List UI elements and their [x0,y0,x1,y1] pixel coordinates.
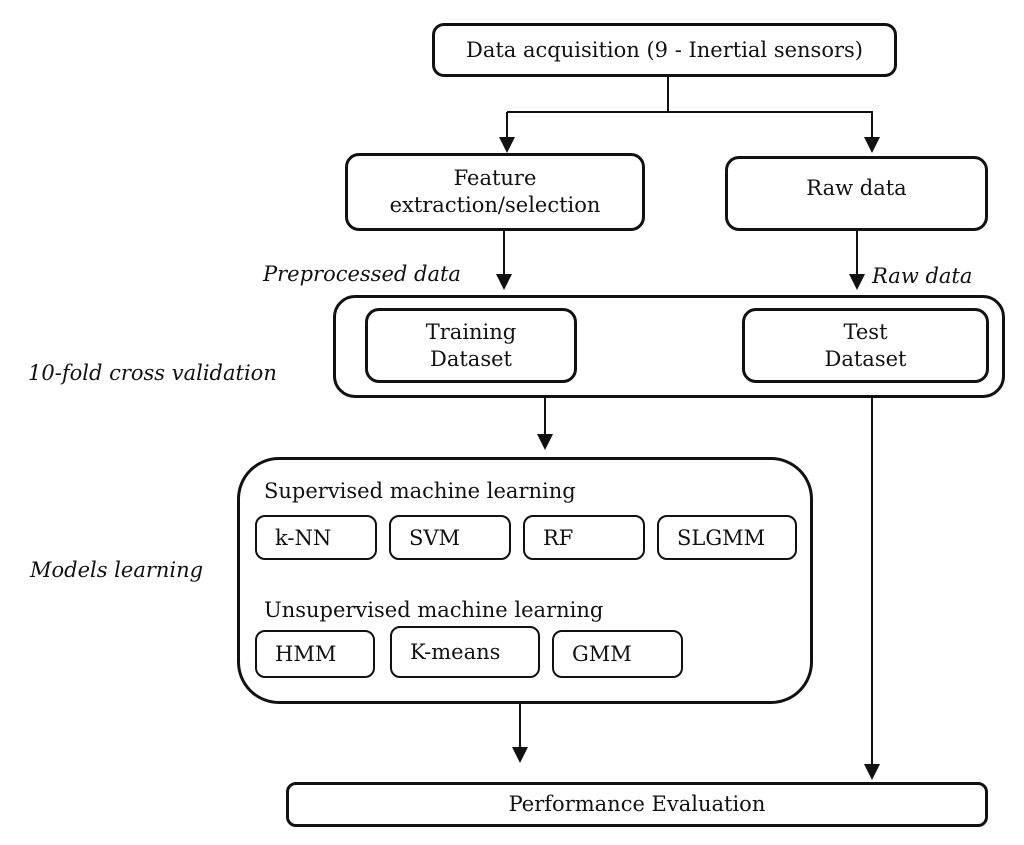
arrow-raw-to-cv-head [849,274,865,290]
arrow-feature-to-cv-head [496,274,512,290]
arrow-models-to-performance-shaft [519,704,521,747]
arrow-to-raw-shaft [871,112,873,137]
training-dataset-line1: Training [425,319,517,344]
raw-data-box-label: Raw data [806,176,907,200]
arrow-cv-to-models-shaft [544,398,546,434]
performance-evaluation-label: Performance Evaluation [508,792,766,816]
test-dataset-line1: Test [843,319,888,344]
algo-knn-label: k-NN [275,525,332,550]
unsupervised-heading: Unsupervised machine learning [264,598,604,622]
algo-rf-label: RF [543,525,574,550]
acquisition-branch-line [507,111,873,113]
acquisition-stem-line [667,77,669,112]
arrow-to-feature-shaft [506,112,508,137]
training-dataset-box: Training Dataset [365,308,577,383]
algo-svm-label: SVM [409,525,461,550]
algo-slgmm-label: SLGMM [677,525,766,550]
algo-box-slgmm: SLGMM [657,515,797,560]
algo-box-svm: SVM [389,515,511,560]
algo-box-kmeans: K-means [390,626,540,678]
arrow-raw-to-cv-shaft [856,231,858,274]
feature-extraction-line1: Feature [453,166,537,190]
training-dataset-line2: Dataset [430,346,512,371]
algo-box-gmm: GMM [552,630,683,678]
algo-gmm-label: GMM [572,642,632,666]
performance-evaluation-box: Performance Evaluation [286,782,988,827]
feature-extraction-box: Feature extraction/selection [345,153,645,231]
algo-box-hmm: HMM [255,630,375,678]
preprocessed-data-label: Preprocessed data [263,262,461,286]
arrow-cv-to-models-head [537,434,553,450]
algo-box-knn: k-NN [255,515,377,560]
algo-hmm-label: HMM [275,642,337,666]
arrow-to-feature-head [499,137,515,153]
arrow-test-to-performance-head [864,764,880,780]
data-acquisition-label: Data acquisition (9 - Inertial sensors) [466,37,863,62]
feature-extraction-line2: extraction/selection [389,193,601,217]
models-learning-label: Models learning [30,558,204,582]
test-dataset-line2: Dataset [824,346,907,371]
algo-kmeans-label: K-means [410,640,501,664]
supervised-heading: Supervised machine learning [264,479,576,503]
cross-validation-label: 10-fold cross validation [28,361,277,385]
arrow-models-to-performance-head [512,747,528,763]
raw-data-flow-label: Raw data [872,264,973,288]
test-dataset-box: Test Dataset [742,308,989,383]
algo-box-rf: RF [523,515,645,560]
raw-data-box: Raw data [725,156,988,231]
arrow-test-to-performance-shaft [871,398,873,764]
data-acquisition-box: Data acquisition (9 - Inertial sensors) [432,23,897,77]
arrow-to-raw-head [864,137,880,153]
arrow-feature-to-cv-shaft [503,231,505,274]
